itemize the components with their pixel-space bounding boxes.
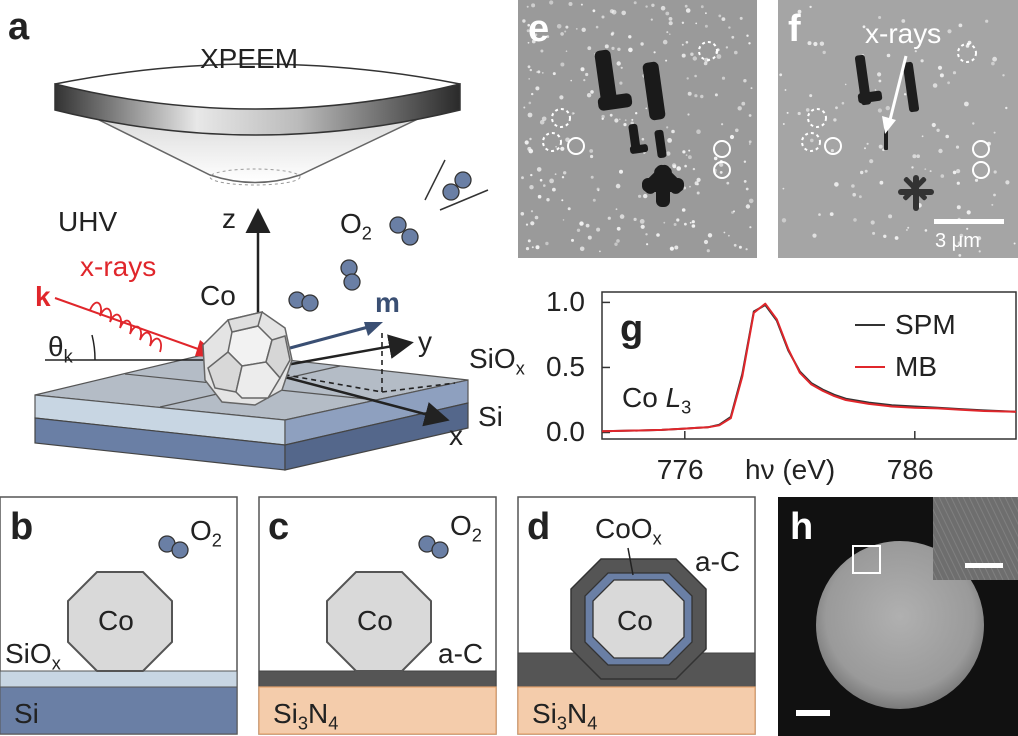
chart-frame bbox=[601, 291, 1017, 440]
siox-label: SiOx bbox=[469, 343, 525, 379]
chart-annotation: Co L3 bbox=[622, 382, 692, 418]
panel-c-co-label: Co bbox=[357, 605, 393, 636]
xrays-label: x-rays bbox=[80, 251, 157, 282]
panel-c-si3n4-label: Si3N4 bbox=[273, 698, 339, 734]
co-label: Co bbox=[200, 280, 236, 311]
panel-h-image bbox=[778, 497, 1018, 736]
y-tick-label: 0.5 bbox=[546, 351, 585, 383]
panel-b-si-label: Si bbox=[14, 698, 39, 729]
o2-label: O2 bbox=[340, 208, 372, 244]
panel-label-b: b bbox=[10, 506, 34, 548]
legend-label-spm: SPM bbox=[895, 309, 956, 340]
panel-d-coox-label: CoOx bbox=[595, 513, 662, 549]
panel-b-co-label: Co bbox=[98, 605, 134, 636]
panel-b-siox-label: SiOx bbox=[5, 638, 61, 674]
panel-label-h: h bbox=[790, 506, 814, 548]
panel-b-drawing bbox=[0, 496, 238, 735]
panel-d-si3n4-label: Si3N4 bbox=[532, 698, 598, 734]
scale-bar-label: 3 μm bbox=[935, 230, 980, 252]
y-axis-label: y bbox=[418, 326, 432, 357]
panel-d-drawing bbox=[517, 496, 756, 735]
series-line-mb bbox=[601, 302, 1017, 433]
panel-label-g: g bbox=[620, 308, 644, 350]
m-vector-label: m bbox=[375, 287, 400, 318]
panel-label-a: a bbox=[8, 6, 30, 48]
panel-a-drawing bbox=[34, 63, 489, 471]
y-tick-label: 1.0 bbox=[546, 286, 585, 318]
panel-label-e: e bbox=[528, 8, 550, 50]
panel-label-f: f bbox=[788, 8, 801, 50]
si-label: Si bbox=[478, 401, 503, 432]
panel-c-ac-label: a-C bbox=[438, 638, 484, 669]
panel-d-ac-label: a-C bbox=[695, 546, 741, 577]
panel-label-d: d bbox=[527, 506, 551, 548]
uhv-label: UHV bbox=[58, 206, 118, 237]
y-tick-label: 0.0 bbox=[546, 416, 585, 448]
panel-g-chart bbox=[601, 291, 1017, 440]
panel-f-xrays-label: x-rays bbox=[865, 18, 942, 49]
x-axis-title: hν (eV) bbox=[745, 454, 836, 485]
x-tick-label: 776 bbox=[656, 454, 704, 485]
panel-d-co-label: Co bbox=[617, 605, 653, 636]
panel-c-o2-label: O2 bbox=[450, 510, 482, 546]
theta-k-label: θk bbox=[48, 331, 73, 367]
z-axis-label: z bbox=[222, 203, 236, 234]
panel-label-c: c bbox=[268, 506, 290, 548]
xpeem-label: XPEEM bbox=[200, 43, 299, 74]
k-vector-label: k bbox=[35, 281, 51, 312]
panel-b-o2-label: O2 bbox=[190, 515, 222, 551]
x-axis-label: x bbox=[449, 420, 463, 451]
panel-f-image bbox=[778, 0, 1018, 258]
legend-label-mb: MB bbox=[895, 351, 937, 382]
panel-e-image bbox=[518, 0, 757, 258]
panel-c-drawing bbox=[258, 496, 497, 735]
x-tick-label: 786 bbox=[886, 454, 934, 485]
